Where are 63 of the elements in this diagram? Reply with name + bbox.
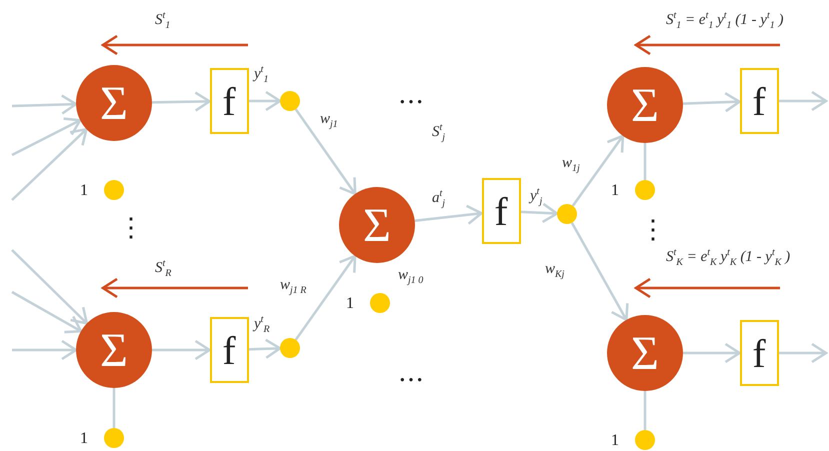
math-label: S$^{t}$$_{1}$ = e$^{t}$$_{1}$ y$^{t}$$_{1}$ (1 - y$^{t}$$_{1}$ ) xyxy=(666,10,784,32)
function-symbol: f xyxy=(752,78,766,124)
connector-line xyxy=(112,388,116,428)
arrow xyxy=(414,204,483,225)
function-box xyxy=(740,68,778,134)
arrow xyxy=(572,134,624,207)
function-symbol: f xyxy=(222,78,236,124)
bias-label: 1 xyxy=(80,182,88,200)
arrow xyxy=(152,91,211,112)
sigma-symbol: Σ xyxy=(100,76,128,130)
sigma-symbol: Σ xyxy=(631,78,659,132)
bias-label: 1 xyxy=(346,295,354,313)
arrow xyxy=(778,342,828,364)
arrow xyxy=(683,342,741,364)
arrow xyxy=(248,90,282,112)
sigma-symbol: Σ xyxy=(631,326,659,380)
dot xyxy=(557,204,577,224)
arrow xyxy=(520,202,558,224)
arrow xyxy=(248,338,282,360)
dot xyxy=(370,293,390,313)
sigma-symbol: Σ xyxy=(363,198,391,252)
dot xyxy=(104,180,124,200)
arrow xyxy=(294,108,356,196)
arrow xyxy=(11,117,82,156)
function-box xyxy=(210,68,248,134)
math-label: S$^{t}$$_{K}$ = e$^{t}$$_{K}$ y$^{t}$$_{K}$ (1 - y$^{t}$$_{K}$ ) xyxy=(666,247,790,269)
dot xyxy=(280,338,300,358)
function-box xyxy=(482,178,520,244)
dot xyxy=(280,91,300,111)
edge-label: w$_{j1}$ xyxy=(320,110,338,131)
arrow xyxy=(570,222,629,322)
function-box xyxy=(210,317,248,383)
function-symbol: f xyxy=(222,326,236,374)
arrow xyxy=(294,254,356,341)
bias-label: 1 xyxy=(611,182,619,200)
edge-label: w$_{j1 R}$ xyxy=(280,276,306,297)
arrow xyxy=(12,94,78,115)
arrow xyxy=(11,290,82,334)
sigma-symbol: Σ xyxy=(100,322,128,378)
dot xyxy=(635,180,655,200)
arrow xyxy=(11,128,88,201)
arrow xyxy=(11,249,88,325)
dot xyxy=(104,428,124,448)
arrow xyxy=(682,92,741,112)
connector-line xyxy=(644,143,646,180)
ellipsis: ⋮ xyxy=(118,212,144,243)
bias-label: 1 xyxy=(611,432,619,450)
arrow xyxy=(12,340,78,360)
arrow xyxy=(152,340,211,360)
connector-line xyxy=(644,391,646,430)
summation-circle xyxy=(339,187,415,263)
math-label: w$_{j1 0}$ xyxy=(398,266,424,287)
bias-label: 1 xyxy=(80,430,88,448)
arrow xyxy=(778,90,828,112)
edge-label: w$_{Kj}$ xyxy=(545,260,564,281)
function-symbol: f xyxy=(494,188,508,234)
ellipsis: … xyxy=(398,80,424,110)
edge-label: w$_{1j}$ xyxy=(562,154,580,175)
ellipsis: … xyxy=(398,358,424,388)
function-box xyxy=(740,320,778,386)
dot xyxy=(635,430,655,450)
function-symbol: f xyxy=(752,330,766,376)
ellipsis: ⋮ xyxy=(640,214,666,245)
